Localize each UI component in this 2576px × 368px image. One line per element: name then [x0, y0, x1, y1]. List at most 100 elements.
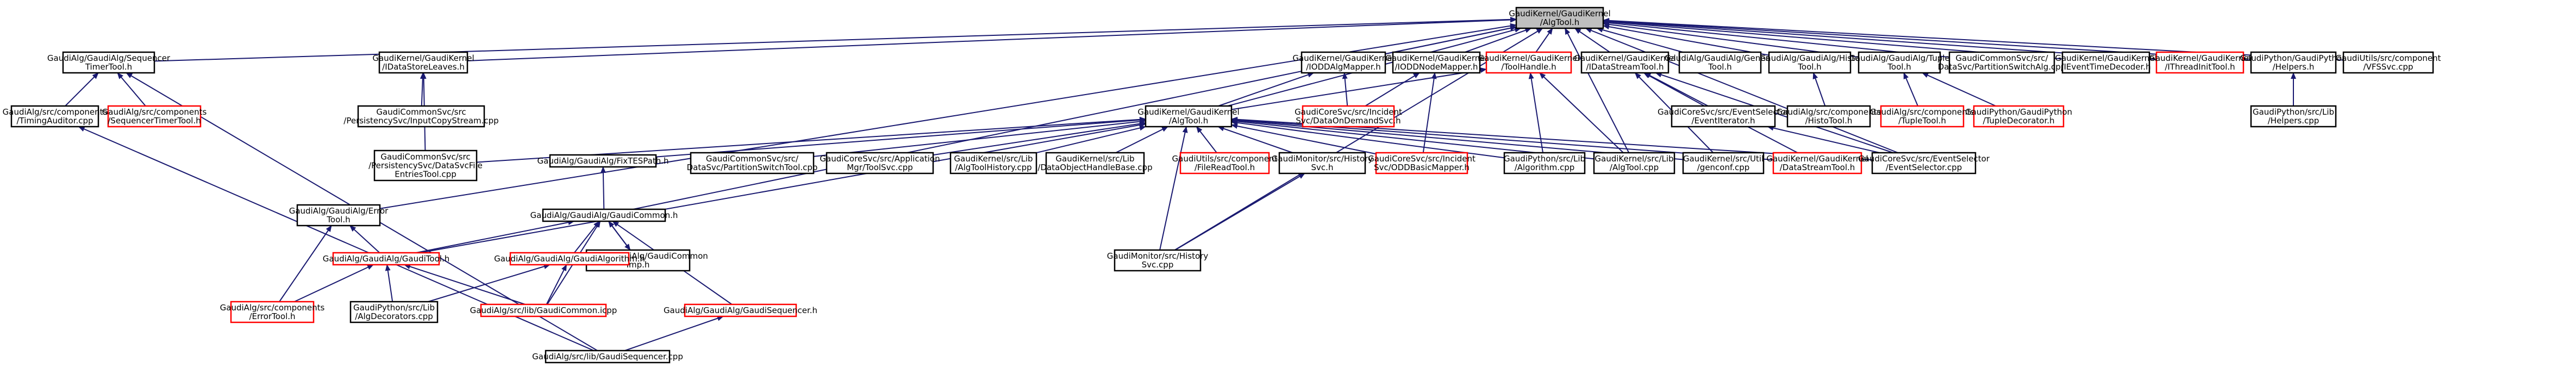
- node-vfssvc[interactable]: GaudiUtils/src/component/VFSSvc.cpp: [2336, 51, 2441, 74]
- node-datastoreleaves[interactable]: GaudiKernel/GaudiKernel/IDataStoreLeaves…: [372, 51, 474, 74]
- node-label: /TimingAuditor.cpp: [16, 116, 93, 126]
- node-algtoolh[interactable]: GaudiKernel/GaudiKernel/AlgTool.h: [1137, 105, 1240, 128]
- edge-dataondemand-to-iodbcalgmapper: [1342, 72, 1348, 107]
- node-gaudialgorithm[interactable]: GaudiAlg/GaudiAlg/GaudiAlgorithm.h: [494, 252, 645, 266]
- node-partswitchtool[interactable]: GaudiCommonSvc/src/DataSvc/PartitionSwit…: [687, 152, 818, 174]
- node-label: GaudiKernel/GaudiKernel: [1766, 154, 1868, 164]
- node-label: GaudiKernel/GaudiKernel: [1137, 107, 1239, 117]
- node-datasvcfile[interactable]: GaudiCommonSvc/src/PersistencySvc/DataSv…: [368, 149, 483, 182]
- node-box: [480, 303, 607, 317]
- node-label: /Helpers.h: [2273, 62, 2315, 72]
- node-label: /SequencerTimerTool.h: [108, 116, 201, 126]
- node-box: [2061, 51, 2150, 74]
- node-label: GaudiKernel/GaudiKernel: [1292, 53, 1394, 63]
- node-eventselector_cpp[interactable]: GaudiCoreSvc/src/EventSelector/EventSele…: [1858, 152, 1990, 174]
- node-copystream[interactable]: GaudiCommonSvc/src/PersistencySvc/InputC…: [343, 105, 499, 128]
- node-kerneltool[interactable]: GaudiKernel/src/Lib/AlgTool.cpp: [1593, 152, 1675, 174]
- node-label: GaudiAlg/GaudiAlg/Histo: [1760, 53, 1860, 63]
- node-box: [1503, 152, 1586, 174]
- node-timingauditor[interactable]: GaudiAlg/src/components/TimingAuditor.cp…: [3, 105, 108, 128]
- node-label: /Algorithm.cpp: [1515, 163, 1575, 172]
- node-label: GaudiAlg/GaudiAlg/GaudiAlgorithm.h: [494, 254, 645, 264]
- node-seqtimertool[interactable]: GaudiAlg/src/components/SequencerTimerTo…: [102, 105, 207, 128]
- edge-genericalg-to-root: [1596, 27, 1683, 53]
- node-histotoolh[interactable]: GaudiAlg/src/components/HistoTool.h: [1777, 105, 1881, 128]
- node-label: EntriesTool.cpp: [395, 170, 456, 179]
- node-genconf[interactable]: GaudiKernel/src/Util/genconf.cpp: [1682, 152, 1765, 174]
- node-gpyhelpers[interactable]: GaudiPython/GaudiPython/Helpers.h: [2240, 51, 2347, 74]
- edge-algtoolhistory-to-algtoolh: [1036, 125, 1146, 154]
- node-appmgrtoolsvc[interactable]: GaudiCoreSvc/src/ApplicationMgr/ToolSvc.…: [820, 152, 940, 174]
- node-label: GaudiAlg/src/components: [1777, 107, 1881, 117]
- edge-dataondemand-to-iodbcnodemapper: [1365, 72, 1420, 107]
- node-label: /IODDAlgMapper.h: [1306, 62, 1381, 72]
- node-odbasicmapper[interactable]: GaudiCoreSvc/src/IncidentSvc/ODDBasicMap…: [1368, 152, 1475, 174]
- node-gaudisequencer_cpp[interactable]: GaudiAlg/src/lib/GaudiSequencer.cpp: [532, 350, 683, 364]
- node-gaudicommon_cpp[interactable]: GaudiAlg/src/lib/GaudiCommon.icpp: [470, 303, 617, 317]
- edge-odbasicmapper-to-iodbcnodemapper: [1422, 72, 1437, 153]
- node-algtoolhistory[interactable]: GaudiKernel/src/Lib/AlgToolHistory.cpp: [949, 152, 1037, 174]
- node-fixtespath[interactable]: GaudiAlg/GaudiAlg/FixTESPath.h: [537, 154, 669, 168]
- node-gaudicommon[interactable]: GaudiAlg/GaudiAlg/GaudiCommon.h: [530, 208, 678, 222]
- node-iodbcnodemapper[interactable]: GaudiKernel/GaudiKernel/IODDNodeMapper.h: [1385, 51, 1487, 74]
- node-box: [378, 51, 468, 74]
- edge-algdecorators-to-gaudialgtool: [385, 264, 393, 302]
- node-algdecorators[interactable]: GaudiPython/src/Lib/AlgDecorators.cpp: [349, 301, 439, 323]
- node-box: [2342, 51, 2434, 74]
- node-label: /Helpers.cpp: [2268, 116, 2319, 126]
- node-eventselector_h[interactable]: GaudiCoreSvc/src/EventSelector/EventIter…: [1658, 105, 1790, 128]
- edge-errortool-to-errortool_h: [279, 225, 332, 302]
- node-box: [1485, 51, 1572, 74]
- node-toolhandle[interactable]: GaudiKernel/GaudiKernel/ToolHandle.h: [1478, 51, 1580, 74]
- node-gaudisequencer_h[interactable]: GaudiAlg/GaudiAlg/GaudiSequencer.h: [664, 303, 817, 317]
- node-idatastreamtool[interactable]: GaudiKernel/GaudiKernel/IDataStreamTool.…: [1574, 51, 1676, 74]
- node-datastreamtool[interactable]: GaudiKernel/GaudiKernel/DataStreamTool.h: [1766, 152, 1868, 174]
- node-tupletoolh[interactable]: GaudiAlg/src/components/TupleTool.h: [1870, 105, 1975, 128]
- node-label: /EventSelector.cpp: [1886, 163, 1962, 172]
- node-label: GaudiKernel/src/Lib: [1595, 154, 1673, 164]
- node-pyhelpers[interactable]: GaudiPython/src/Lib/Helpers.cpp: [2250, 105, 2337, 128]
- node-dataobjecthandle[interactable]: GaudiKernel/src/Lib/DataObjectHandleBase…: [1037, 152, 1153, 174]
- edge-fileheadtool-to-algtoolh: [1196, 126, 1217, 153]
- node-box: [1515, 7, 1604, 29]
- node-pyalgorithm[interactable]: GaudiPython/src/Lib/Algorithm.cpp: [1503, 152, 1586, 174]
- node-label: GaudiCoreSvc/src/EventSelector: [1858, 154, 1990, 164]
- node-box: [1973, 105, 2065, 128]
- node-dataondemand[interactable]: GaudiCoreSvc/src/IncidentSvc/DataOnDeman…: [1295, 105, 1402, 128]
- node-label: GaudiUtils/src/component: [1172, 154, 1278, 164]
- node-label: GaudiKernel/GaudiKernel: [1509, 9, 1610, 18]
- node-label: GaudiCommonSvc/src/: [1955, 53, 2048, 63]
- node-tupledecorator[interactable]: GaudiPython/GaudiPython/TupleDecorator.h: [1965, 105, 2072, 128]
- node-iodbcalgmapper[interactable]: GaudiKernel/GaudiKernel/IODDAlgMapper.h: [1292, 51, 1395, 74]
- node-label: Svc/ODDBasicMapper.h: [1374, 163, 1470, 172]
- node-box: [690, 152, 815, 174]
- node-ieventtimedecoder[interactable]: GaudiKernel/GaudiKernel/IEventTimeDecode…: [2055, 51, 2157, 74]
- node-seqtimer[interactable]: GaudiAlg/GaudiAlg/SequencerTimerTool.h: [47, 51, 171, 74]
- node-label: /PersistencySvc/InputCopyStream.cpp: [343, 116, 498, 126]
- node-fileheadtool[interactable]: GaudiUtils/src/component/FileReadTool.h: [1172, 152, 1278, 174]
- node-ithreadinittool[interactable]: GaudiKernel/GaudiKernel/IThreadInitTool.…: [2149, 51, 2251, 74]
- edge-datastoreleaves-to-root: [467, 17, 1517, 61]
- node-label: GaudiPython/GaudiPython: [2240, 53, 2347, 63]
- node-box: [2155, 51, 2244, 74]
- node-errortool[interactable]: GaudiAlg/src/components/ErrorTool.h: [220, 301, 325, 323]
- node-box: [1179, 152, 1270, 174]
- node-box: [826, 152, 934, 174]
- node-label: /ToolHandle.h: [1501, 62, 1556, 72]
- node-partswitch[interactable]: GaudiCommonSvc/src/DataSvc/PartitionSwit…: [1938, 51, 2066, 74]
- node-label: /IDataStreamTool.h: [1586, 62, 1664, 72]
- node-tupletool[interactable]: GaudiAlg/GaudiAlg/TupleTool.h: [1849, 51, 1950, 74]
- node-gaudialgtool[interactable]: GaudiAlg/GaudiAlg/GaudiTool.h: [323, 252, 449, 266]
- node-box: [549, 154, 657, 168]
- edge-pyalgorithm-to-algtoolh: [1231, 120, 1505, 159]
- node-label: GaudiKernel/src/Lib: [954, 154, 1033, 164]
- edge-idatastreamtool-to-root: [1574, 28, 1610, 53]
- node-label: Tool.h: [1708, 62, 1731, 72]
- node-label: GaudiPython/src/Lib: [1504, 154, 1585, 164]
- node-histotool[interactable]: GaudiAlg/GaudiAlg/HistoTool.h: [1760, 51, 1860, 74]
- node-errortool_h[interactable]: GaudiAlg/GaudiAlg/ErrorTool.h: [289, 204, 389, 227]
- edge-gaudisequencer_cpp-to-gaudisequencer_h: [624, 315, 724, 351]
